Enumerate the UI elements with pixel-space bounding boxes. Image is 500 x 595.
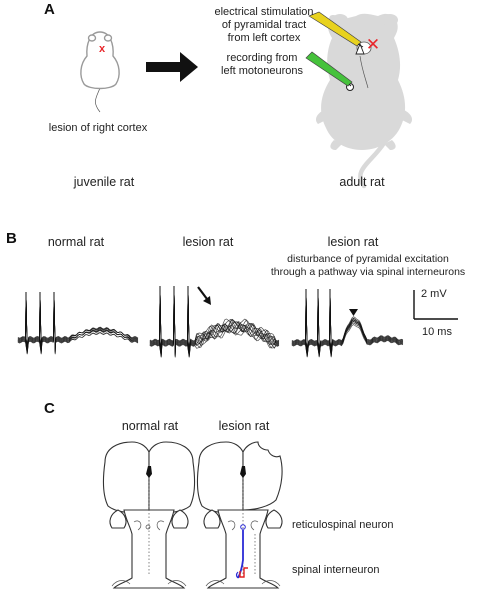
juvenile-lesion-mark: x <box>99 43 106 55</box>
reticulospinal-label: reticulospinal neuron <box>292 519 394 531</box>
trace-sweep <box>17 291 139 354</box>
trace-sweep <box>149 285 280 357</box>
interneuron-label: spinal interneuron <box>292 564 379 576</box>
trace-sweep <box>149 285 280 358</box>
adult-rat: ✕ <box>316 13 412 189</box>
trace-sweep <box>149 285 280 355</box>
trace-sweep <box>17 291 139 354</box>
trace-sweep <box>149 285 280 356</box>
scale-voltage: 2 mV <box>421 288 447 300</box>
panel-letter-b: B <box>6 230 17 247</box>
trace-sweep <box>17 291 139 353</box>
arrow-icon <box>146 52 198 82</box>
trace-sweep <box>17 291 139 355</box>
annotation-line-2: through a pathway via spinal interneuron… <box>271 266 465 278</box>
stim-line-2: of pyramidal tract <box>222 19 306 31</box>
panel-letter-a: A <box>44 1 55 18</box>
trace-sweep <box>17 291 139 351</box>
juvenile-rat: x <box>80 31 120 113</box>
record-line-2: left motoneurons <box>221 65 303 77</box>
arrow-down-icon <box>197 286 211 305</box>
panel-letter-c: C <box>44 400 55 417</box>
trace-sweep <box>17 291 139 352</box>
recording-electrode <box>305 51 353 87</box>
brain-normal <box>102 441 196 589</box>
brain-title-normal: normal rat <box>122 419 179 433</box>
trace-sweep <box>149 285 280 355</box>
scale-bar <box>413 290 458 320</box>
scale-time: 10 ms <box>422 326 452 338</box>
brain-title-lesion: lesion rat <box>219 419 270 433</box>
traces-lesion-rat-2 <box>291 288 404 358</box>
lesion-caption: lesion of right cortex <box>49 122 148 134</box>
annotation-line-1: disturbance of pyramidal excitation <box>287 253 449 265</box>
trace-sweep <box>17 291 139 353</box>
brain-lesion <box>196 441 283 589</box>
stim-line-1: electrical stimulation <box>214 6 313 18</box>
traces-normal-rat <box>17 291 139 355</box>
adult-label: adult rat <box>339 175 385 189</box>
adult-lesion-mark: ✕ <box>366 35 380 55</box>
arrowhead-marker-icon <box>349 309 358 316</box>
trace-title-lesion-1: lesion rat <box>183 235 234 249</box>
trace-title-lesion-2: lesion rat <box>328 235 379 249</box>
trace-title-normal: normal rat <box>48 235 105 249</box>
juvenile-label: juvenile rat <box>73 175 135 189</box>
traces-lesion-rat-1 <box>149 285 280 358</box>
trace-sweep <box>149 285 280 353</box>
trace-sweep <box>291 288 404 358</box>
stimulation-electrode <box>308 11 364 48</box>
trace-sweep <box>149 285 280 357</box>
record-line-1: recording from <box>227 52 298 64</box>
stim-line-3: from left cortex <box>228 32 301 44</box>
trace-sweep <box>149 285 280 356</box>
